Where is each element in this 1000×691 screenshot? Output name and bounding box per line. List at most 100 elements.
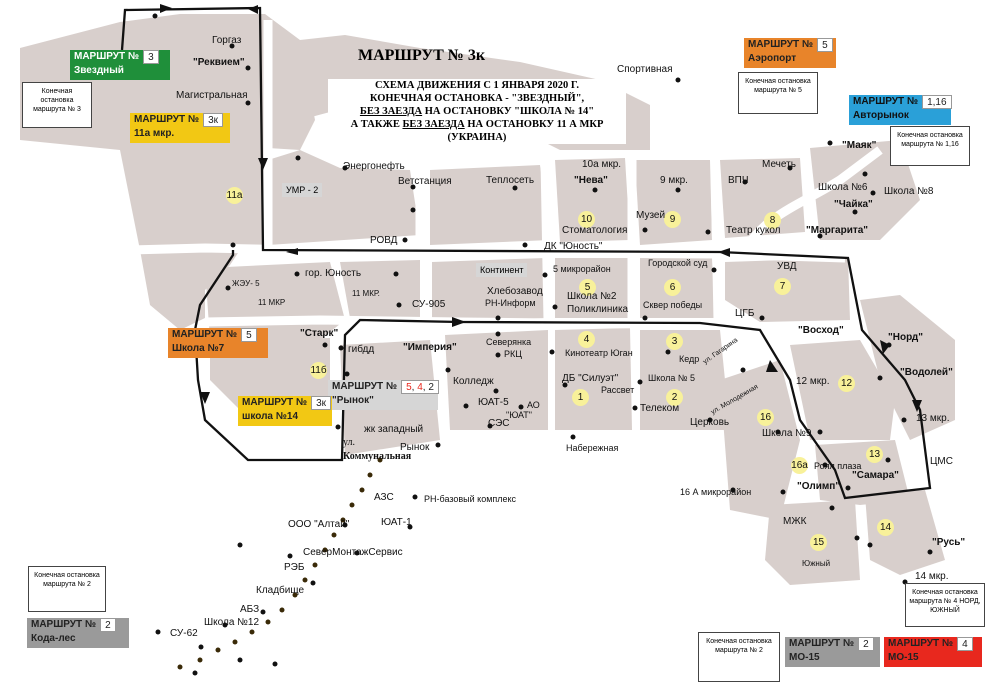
- stop-label: АО: [527, 400, 540, 410]
- stop-label: Теплосеть: [486, 175, 535, 186]
- stop-label: ВПЧ: [728, 175, 749, 186]
- stop-label: АЗС: [374, 492, 394, 503]
- route-stop: 11а мкр.: [134, 128, 175, 139]
- stop-label: "Олимп": [797, 481, 841, 492]
- stop-label: "Норд": [888, 332, 924, 343]
- stop-label: "Восход": [798, 325, 844, 336]
- stop-label: ЦМС: [930, 456, 953, 467]
- stop-label: 9 мкр.: [660, 175, 688, 186]
- stop-label: "Маргарита": [806, 225, 869, 236]
- district-6: 6: [664, 279, 681, 296]
- stop-label: РКЦ: [504, 349, 522, 359]
- route-number: 2: [100, 618, 116, 632]
- route-number-part: 5: [406, 382, 412, 393]
- district-5: 5: [579, 279, 596, 296]
- route-number: 1,16: [922, 95, 952, 109]
- stop-label: МЖК: [783, 516, 807, 527]
- route-arrows: [160, 4, 922, 412]
- stop-label: 11 МКР.: [352, 289, 380, 298]
- route-number: 3к: [203, 113, 224, 127]
- route-number: 2: [858, 637, 874, 651]
- route-number: 4: [957, 637, 973, 651]
- notice-line1: СХЕМА ДВИЖЕНИЯ С 1 ЯНВАРЯ 2020 Г.: [375, 80, 579, 91]
- stop-label: ЮАТ-5: [478, 397, 509, 408]
- stop-label: РЭБ: [284, 562, 305, 573]
- stop-label: Набережная: [566, 443, 619, 453]
- district-3: 3: [666, 333, 683, 350]
- district-8: 8: [764, 212, 781, 229]
- stop-label: 10а мкр.: [582, 159, 622, 170]
- stop-label: Поликлиника: [567, 304, 629, 315]
- stop-label: ЖЭУ- 5: [232, 279, 260, 288]
- stop-label: Энергонефть: [343, 161, 405, 172]
- stop-label: Школа № 5: [648, 373, 696, 383]
- route-label: МАРШРУТ №: [748, 39, 814, 50]
- route-number-part: ,: [411, 382, 418, 393]
- route-number-part: 4: [417, 382, 423, 393]
- route-number: 5: [241, 328, 257, 342]
- district-11b: 11б: [310, 362, 327, 379]
- stop-label: Мечеть: [762, 159, 796, 170]
- stop-label: ДБ "Силуэт": [562, 373, 619, 384]
- stop-label: жк западный: [364, 424, 424, 435]
- notice-line3: БЕЗ ЗАЕЗДА НА ОСТАНОВКУ "ШКОЛА № 14": [328, 105, 626, 118]
- stop-label: СУ-62: [170, 628, 198, 639]
- stop-label: Кладбище: [256, 585, 305, 596]
- stop-label: Горгаз: [212, 35, 242, 46]
- roads: [129, 20, 883, 330]
- map-title: МАРШРУТ № 3к: [358, 47, 486, 64]
- route-label: МАРШРУТ №: [172, 329, 238, 340]
- stop-label: "Нева": [574, 175, 608, 186]
- stop-label: СЭС: [488, 418, 510, 429]
- district-14: 14: [877, 519, 894, 536]
- stop-label: Рынок: [400, 442, 430, 453]
- route-stop: Кода-лес: [31, 633, 76, 644]
- stop-label: Стоматология: [562, 225, 628, 236]
- district-10: 10: [578, 211, 595, 228]
- district-7: 7: [774, 278, 791, 295]
- notice-line4: А ТАКЖЕ БЕЗ ЗАЕЗДА НА ОСТАНОВКУ 11 А МКР: [328, 118, 626, 131]
- tag-kontinent: Континент: [476, 263, 528, 277]
- stop-label: 5 микрорайон: [553, 264, 611, 274]
- notice-line3-underline: БЕЗ ЗАЕЗДА: [359, 106, 423, 117]
- stop-label: РН-Информ: [485, 298, 536, 308]
- route-label: МАРШРУТ №: [242, 397, 308, 408]
- stop-label: Театр кукол: [726, 225, 781, 236]
- stop-label: РН-базовый комплекс: [424, 494, 517, 504]
- terminal-note-3: Конечная остановка маршрута № 3: [22, 82, 92, 128]
- stop-label: Школа №8: [884, 186, 934, 197]
- stop-label: Сквер победы: [643, 300, 703, 310]
- route-3k-path: [120, 6, 932, 500]
- district-2: 2: [666, 389, 683, 406]
- stop-label: Южный: [802, 559, 831, 568]
- route-number-part: , 2: [422, 382, 434, 393]
- stop-label: 11 МКР: [258, 298, 286, 307]
- stop-label: ООО "Алтай": [288, 519, 350, 530]
- route-label: МАРШРУТ №: [853, 96, 919, 107]
- stop-label: РОВД: [370, 235, 398, 246]
- stop-label: "Самара": [852, 470, 899, 481]
- scheme-notice: СХЕМА ДВИЖЕНИЯ С 1 ЯНВАРЯ 2020 Г. КОНЕЧН…: [328, 79, 626, 144]
- stop-label: УВД: [777, 261, 797, 272]
- stop-label: Телеком: [640, 403, 680, 414]
- route-stop: МО-15: [888, 652, 919, 663]
- stop-label: 14 мкр.: [915, 571, 949, 582]
- stop-label: Музей: [636, 210, 666, 221]
- stop-label: ул.: [343, 437, 356, 448]
- stop-label: "Чайка": [834, 199, 873, 210]
- notice-line4-rest: НА ОСТАНОВКУ 11 А МКР: [464, 119, 604, 130]
- stop-label: гор. Юность: [305, 268, 362, 279]
- district-15: 15: [810, 534, 827, 551]
- stop-label: ДК "Юность": [544, 241, 603, 252]
